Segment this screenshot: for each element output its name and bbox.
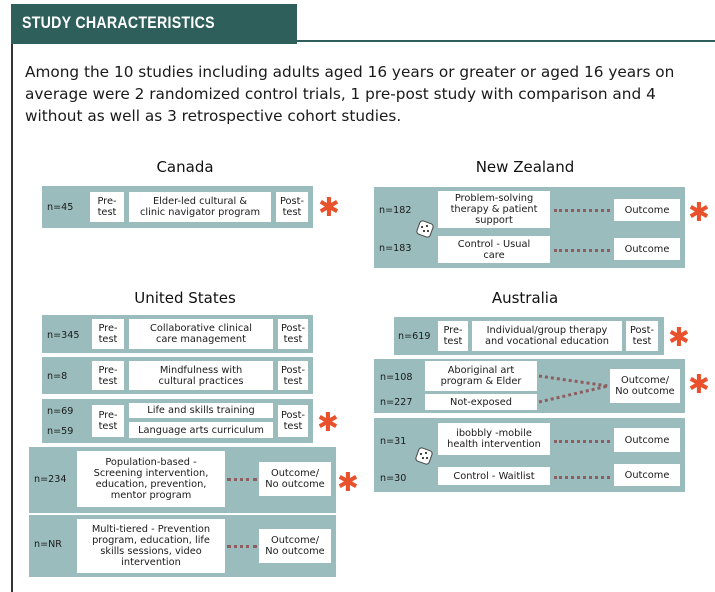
header-rule xyxy=(297,40,715,42)
outcome-box: Outcome xyxy=(614,428,680,452)
dotted-connector xyxy=(554,209,610,212)
sample-size: n=345 xyxy=(47,330,80,341)
sample-size: n=619 xyxy=(398,331,431,342)
australia-study-panel-1: n=619 Pre- test Individual/group therapy… xyxy=(394,317,664,355)
dotted-connector xyxy=(554,476,610,479)
intervention-arm-box: ibobbly -mobile health intervention xyxy=(438,423,550,455)
us-study-panel-1: n=345 Pre- test Collaborative clinical c… xyxy=(42,315,313,353)
sample-size: n=31 xyxy=(380,436,407,447)
australia-study-panel-3: n=31 n=30 ibobbly -mobile health interve… xyxy=(374,418,685,492)
new-zealand-study-panel: n=182 n=183 Problem-solving therapy & pa… xyxy=(374,187,685,268)
us-study-panel-5: n=NR Multi-tiered - Prevention program, … xyxy=(29,515,336,577)
dotted-connector xyxy=(227,545,257,548)
sample-size: n=8 xyxy=(47,371,68,382)
outcome-box: Outcome xyxy=(614,238,680,260)
dice-icon xyxy=(416,220,434,238)
pre-test-box: Pre- test xyxy=(438,321,468,351)
us-study-panel-4: n=234 Population-based - Screening inter… xyxy=(29,447,336,513)
pre-test-box: Pre- test xyxy=(92,361,124,390)
canada-study-panel: n=45 Pre- test Elder-led cultural & clin… xyxy=(42,186,313,228)
outcome-box: Outcome xyxy=(614,464,680,486)
region-title-canada: Canada xyxy=(156,158,214,176)
dotted-connector xyxy=(554,440,610,443)
intervention-box: Language arts curriculum xyxy=(129,422,273,438)
outcome-box: Outcome/ No outcome xyxy=(259,462,331,496)
sample-size: n=234 xyxy=(34,474,67,485)
dotted-connector xyxy=(227,478,257,481)
asterisk-icon: ✱ xyxy=(337,468,359,498)
pre-test-box: Pre- test xyxy=(92,405,124,437)
header-bar xyxy=(11,4,297,44)
dotted-connector xyxy=(554,249,610,252)
outcome-box: Outcome/ No outcome xyxy=(259,529,331,563)
intervention-arm-box: Problem-solving therapy & patient suppor… xyxy=(438,191,550,228)
intervention-arm-box: Aboriginal art program & Elder xyxy=(425,361,537,391)
intervention-box: Elder-led cultural & clinic navigator pr… xyxy=(129,192,271,222)
post-test-box: Post- test xyxy=(626,321,658,351)
control-arm-box: Control - Usual care xyxy=(438,236,550,263)
sample-size: n=45 xyxy=(47,202,74,213)
intervention-box: Multi-tiered - Prevention program, educa… xyxy=(77,519,225,573)
region-title-new-zealand: New Zealand xyxy=(475,158,575,176)
outcome-box: Outcome/ No outcome xyxy=(610,369,680,403)
dice-icon xyxy=(415,447,433,465)
intervention-box: Mindfulness with cultural practices xyxy=(129,361,273,390)
asterisk-icon: ✱ xyxy=(318,193,340,223)
sample-size: n=NR xyxy=(34,539,62,550)
pre-test-box: Pre- test xyxy=(90,192,124,222)
asterisk-icon: ✱ xyxy=(317,408,339,438)
sample-size: n=183 xyxy=(379,243,412,254)
pre-test-box: Pre- test xyxy=(92,319,124,349)
sample-size: n=69 xyxy=(47,406,74,417)
sample-size: n=108 xyxy=(380,372,413,383)
header-title: STUDY CHARACTERISTICS xyxy=(22,14,215,32)
asterisk-icon: ✱ xyxy=(688,370,710,400)
post-test-box: Post- test xyxy=(278,319,308,349)
intervention-box: Life and skills training xyxy=(129,403,273,418)
us-study-panel-3: n=69 n=59 Pre- test Life and skills trai… xyxy=(42,399,313,443)
intervention-box: Individual/group therapy and vocational … xyxy=(472,321,622,351)
region-title-united-states: United States xyxy=(134,289,236,307)
australia-study-panel-2: n=108 n=227 Aboriginal art program & Eld… xyxy=(374,359,685,413)
intro-text: Among the 10 studies including adults ag… xyxy=(25,63,675,125)
sample-size: n=227 xyxy=(380,397,413,408)
sample-size: n=182 xyxy=(379,205,412,216)
control-arm-box: Control - Waitlist xyxy=(438,467,550,485)
post-test-box: Post- test xyxy=(278,361,308,390)
asterisk-icon: ✱ xyxy=(668,323,690,353)
us-study-panel-2: n=8 Pre- test Mindfulness with cultural … xyxy=(42,357,313,394)
outcome-box: Outcome xyxy=(614,199,680,221)
sample-size: n=59 xyxy=(47,426,74,437)
post-test-box: Post- test xyxy=(278,405,308,437)
intervention-box: Population-based - Screening interventio… xyxy=(77,451,225,507)
intervention-box: Collaborative clinical care management xyxy=(129,319,273,349)
region-title-australia: Australia xyxy=(491,289,559,307)
left-rule xyxy=(11,44,13,592)
control-arm-box: Not-exposed xyxy=(425,394,537,410)
sample-size: n=30 xyxy=(380,473,407,484)
asterisk-icon: ✱ xyxy=(688,198,710,228)
post-test-box: Post- test xyxy=(276,192,308,222)
